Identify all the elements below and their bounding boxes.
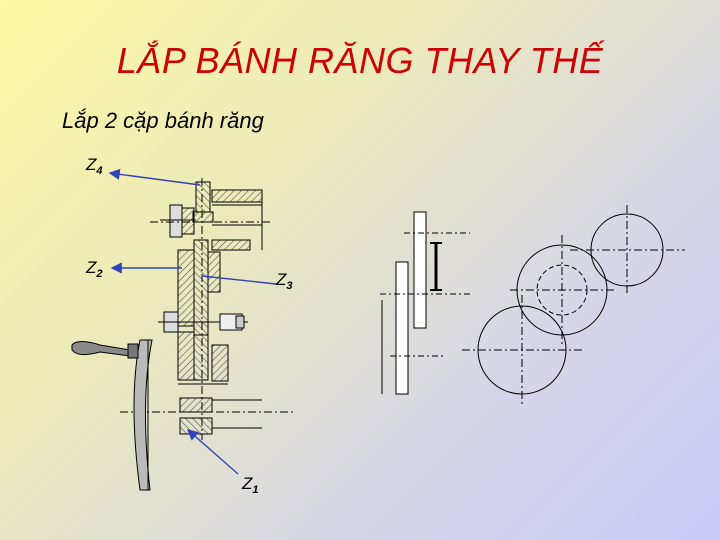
section-drawing [71, 178, 295, 491]
leader-arrow-z1 [186, 429, 239, 475]
slide-subtitle: Lắp 2 cặp bánh răng [62, 108, 264, 133]
gear-z4 [195, 181, 211, 213]
gear-z1 [179, 397, 213, 413]
gear-z2 [177, 249, 195, 327]
gear-z3 [177, 331, 195, 381]
side-view-drawing [380, 211, 470, 395]
label-z1: Z1 [242, 474, 259, 496]
leader-arrows [108, 168, 277, 475]
slide-title: LẮP BÁNH RĂNG THAY THẾ [116, 40, 604, 81]
label-z3: Z3 [276, 270, 293, 292]
label-z2: Z2 [86, 258, 103, 280]
crank-handle [71, 341, 131, 357]
upper-housing [211, 189, 263, 203]
leader-arrow-z3 [201, 275, 277, 285]
label-z4: Z4 [86, 155, 103, 177]
leader-arrow-z4 [108, 168, 201, 186]
gear-circles-view [462, 205, 685, 405]
